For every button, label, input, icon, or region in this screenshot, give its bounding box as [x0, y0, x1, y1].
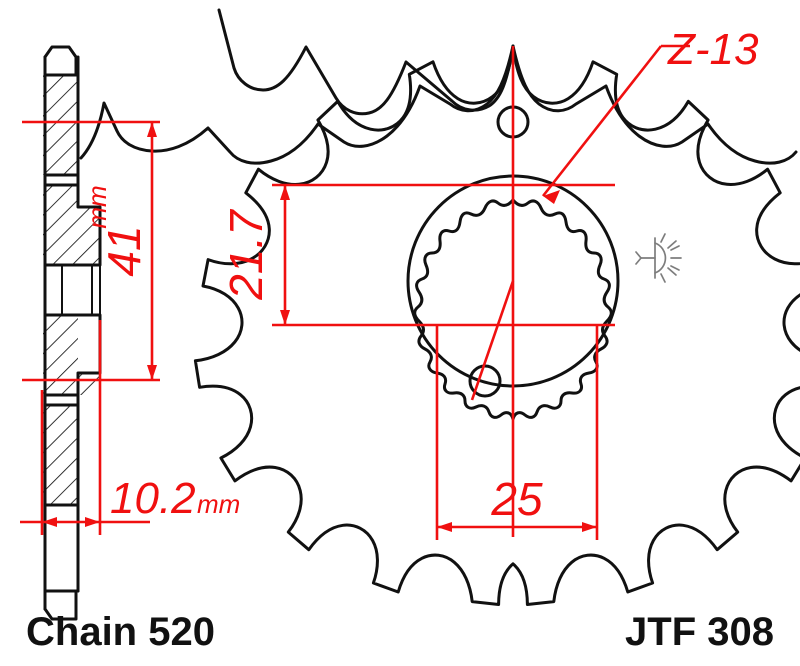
- sun-burst-icon: [635, 233, 682, 283]
- dimension-41mm-unit: mm: [82, 185, 112, 228]
- dimension-10-2mm: 10.2 mm: [20, 320, 240, 535]
- dimension-10-2mm-value: 10.2: [110, 474, 196, 523]
- dimension-10-2mm-unit: mm: [197, 489, 240, 519]
- sprocket-body: [193, 44, 800, 606]
- section-outline: [43, 45, 102, 621]
- part-number-label: JTF 308: [625, 610, 774, 654]
- dimension-41mm-value: 41: [98, 225, 150, 276]
- chain-size-label: Chain 520: [26, 610, 215, 654]
- leader-line-icon: [541, 44, 690, 204]
- leader-line-bolt: [470, 280, 515, 401]
- teeth-count-label: Z-13: [667, 25, 759, 74]
- dimension-25-value: 25: [490, 473, 543, 525]
- dimension-41mm: 41 mm: [22, 120, 160, 382]
- dimension-25: 25: [435, 325, 599, 540]
- dimension-21-7: 21.7: [220, 183, 615, 327]
- sprocket-outer-profile: [217, 8, 515, 116]
- dimension-21-7-value: 21.7: [220, 209, 272, 301]
